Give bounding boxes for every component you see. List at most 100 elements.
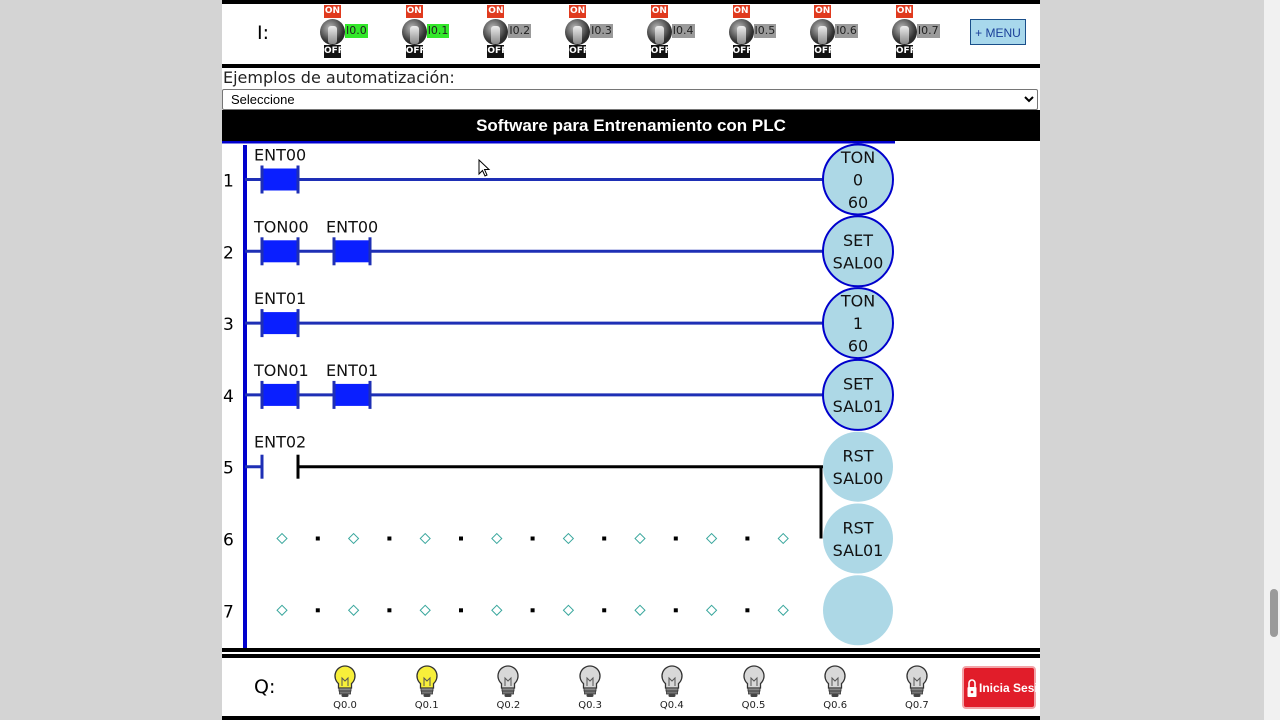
output-bulb-q0-2: Q0.2 — [488, 664, 528, 714]
grid-slot[interactable] — [705, 532, 718, 545]
grid-dot — [745, 608, 750, 613]
coil-output[interactable] — [823, 431, 893, 502]
coil-output[interactable] — [822, 143, 894, 216]
contact-fill — [335, 240, 369, 263]
light-bulb-icon — [824, 665, 846, 697]
switch-address: I0.3 — [590, 24, 613, 38]
grid-slot[interactable] — [562, 604, 575, 616]
grid-slot[interactable] — [419, 532, 431, 545]
grid-dot — [530, 536, 535, 541]
contact-ent01[interactable] — [260, 309, 300, 338]
coil-label: RST — [842, 446, 873, 465]
grid-slot[interactable] — [276, 532, 288, 545]
grid-slot[interactable] — [634, 532, 646, 545]
grid-dot — [602, 536, 607, 541]
grid-dot — [315, 536, 320, 541]
scrollbar-thumb[interactable] — [1270, 589, 1278, 637]
coil-label: 60 — [848, 193, 868, 212]
grid-slot[interactable] — [634, 604, 646, 616]
grid-slot[interactable] — [705, 604, 718, 616]
outputs-divider-top — [222, 648, 1040, 652]
grid-slot[interactable] — [347, 604, 360, 616]
login-button[interactable]: Inicia Sesión — [962, 666, 1040, 709]
outputs-label: Q: — [254, 676, 276, 698]
switch-off-tag: OFF — [405, 45, 426, 58]
switch-off-tag: OFF — [324, 45, 344, 58]
coil-output[interactable] — [823, 575, 893, 646]
output-bulb-q0-0: Q0.0 — [325, 664, 365, 714]
contact-label: ENT00 — [326, 217, 378, 236]
mouse-cursor-icon — [478, 159, 491, 177]
switch-on-tag: ON — [487, 5, 505, 18]
bulb-address: Q0.4 — [659, 700, 684, 711]
bulb-address: Q0.7 — [905, 700, 929, 711]
bulb-address: Q0.1 — [414, 700, 439, 711]
menu-button[interactable]: + MENU — [970, 19, 1026, 45]
grid-dot — [602, 608, 607, 613]
output-bulb-q0-3: Q0.3 — [570, 664, 610, 714]
rung-number: 5 — [223, 459, 234, 479]
switch-off-tag: OFF — [732, 45, 753, 58]
contact-fill — [263, 240, 297, 263]
coil-output[interactable] — [823, 503, 893, 574]
contact-ent00[interactable] — [260, 165, 300, 194]
contact-ton00[interactable] — [260, 237, 300, 266]
bulb-address: Q0.2 — [496, 700, 521, 711]
grid-slot[interactable] — [562, 532, 575, 545]
coil-output[interactable] — [822, 358, 894, 431]
inputs-label: I: — [257, 22, 270, 44]
grid-slot[interactable] — [777, 604, 789, 616]
grid-slot[interactable] — [419, 604, 431, 616]
grid-dot — [530, 608, 535, 613]
grid-slot[interactable] — [347, 532, 360, 545]
contact-ent02[interactable] — [260, 454, 300, 479]
grid-slot[interactable] — [777, 532, 789, 545]
contact-fill — [335, 383, 369, 406]
rung-number: 7 — [223, 602, 234, 622]
coil-output[interactable] — [822, 215, 894, 288]
login-label: Inicia Sesión — [979, 681, 1040, 695]
top-border — [222, 0, 1040, 4]
contact-ent00[interactable] — [332, 237, 372, 266]
switch-address: I0.6 — [835, 24, 858, 38]
switch-off-tag: OFF — [569, 45, 590, 58]
examples-select[interactable]: Seleccione — [222, 89, 1038, 110]
bottom-border — [222, 716, 1040, 720]
switch-on-tag: ON — [569, 5, 587, 18]
coil-label: TON — [840, 292, 875, 311]
contact-ent01[interactable] — [332, 380, 372, 409]
coil-label: 60 — [848, 337, 868, 356]
output-bulb-q0-5: Q0.5 — [734, 664, 774, 714]
output-bulb-q0-4: Q0.4 — [652, 664, 692, 714]
bulb-address: Q0.5 — [741, 700, 766, 711]
switch-on-tag: ON — [324, 5, 341, 18]
grid-slot[interactable] — [276, 604, 288, 616]
contact-ton01[interactable] — [260, 380, 300, 409]
contact-fill — [263, 383, 297, 406]
coil-label: SAL01 — [833, 397, 884, 416]
grid-slot[interactable] — [491, 532, 503, 545]
switch-address: I0.0 — [345, 24, 368, 38]
light-bulb-icon — [742, 665, 765, 697]
toggle-switch-icon — [320, 19, 345, 45]
grid-slot[interactable] — [491, 604, 503, 616]
page-title: Software para Entrenamiento con PLC — [222, 110, 1040, 141]
coil-label: SET — [843, 231, 873, 250]
coil-output[interactable] — [822, 287, 894, 360]
grid-dot — [387, 608, 392, 613]
page-scrollbar[interactable] — [1264, 0, 1280, 720]
grid-dot — [673, 536, 678, 541]
output-bulb-q0-6: Q0.6 — [815, 664, 855, 714]
